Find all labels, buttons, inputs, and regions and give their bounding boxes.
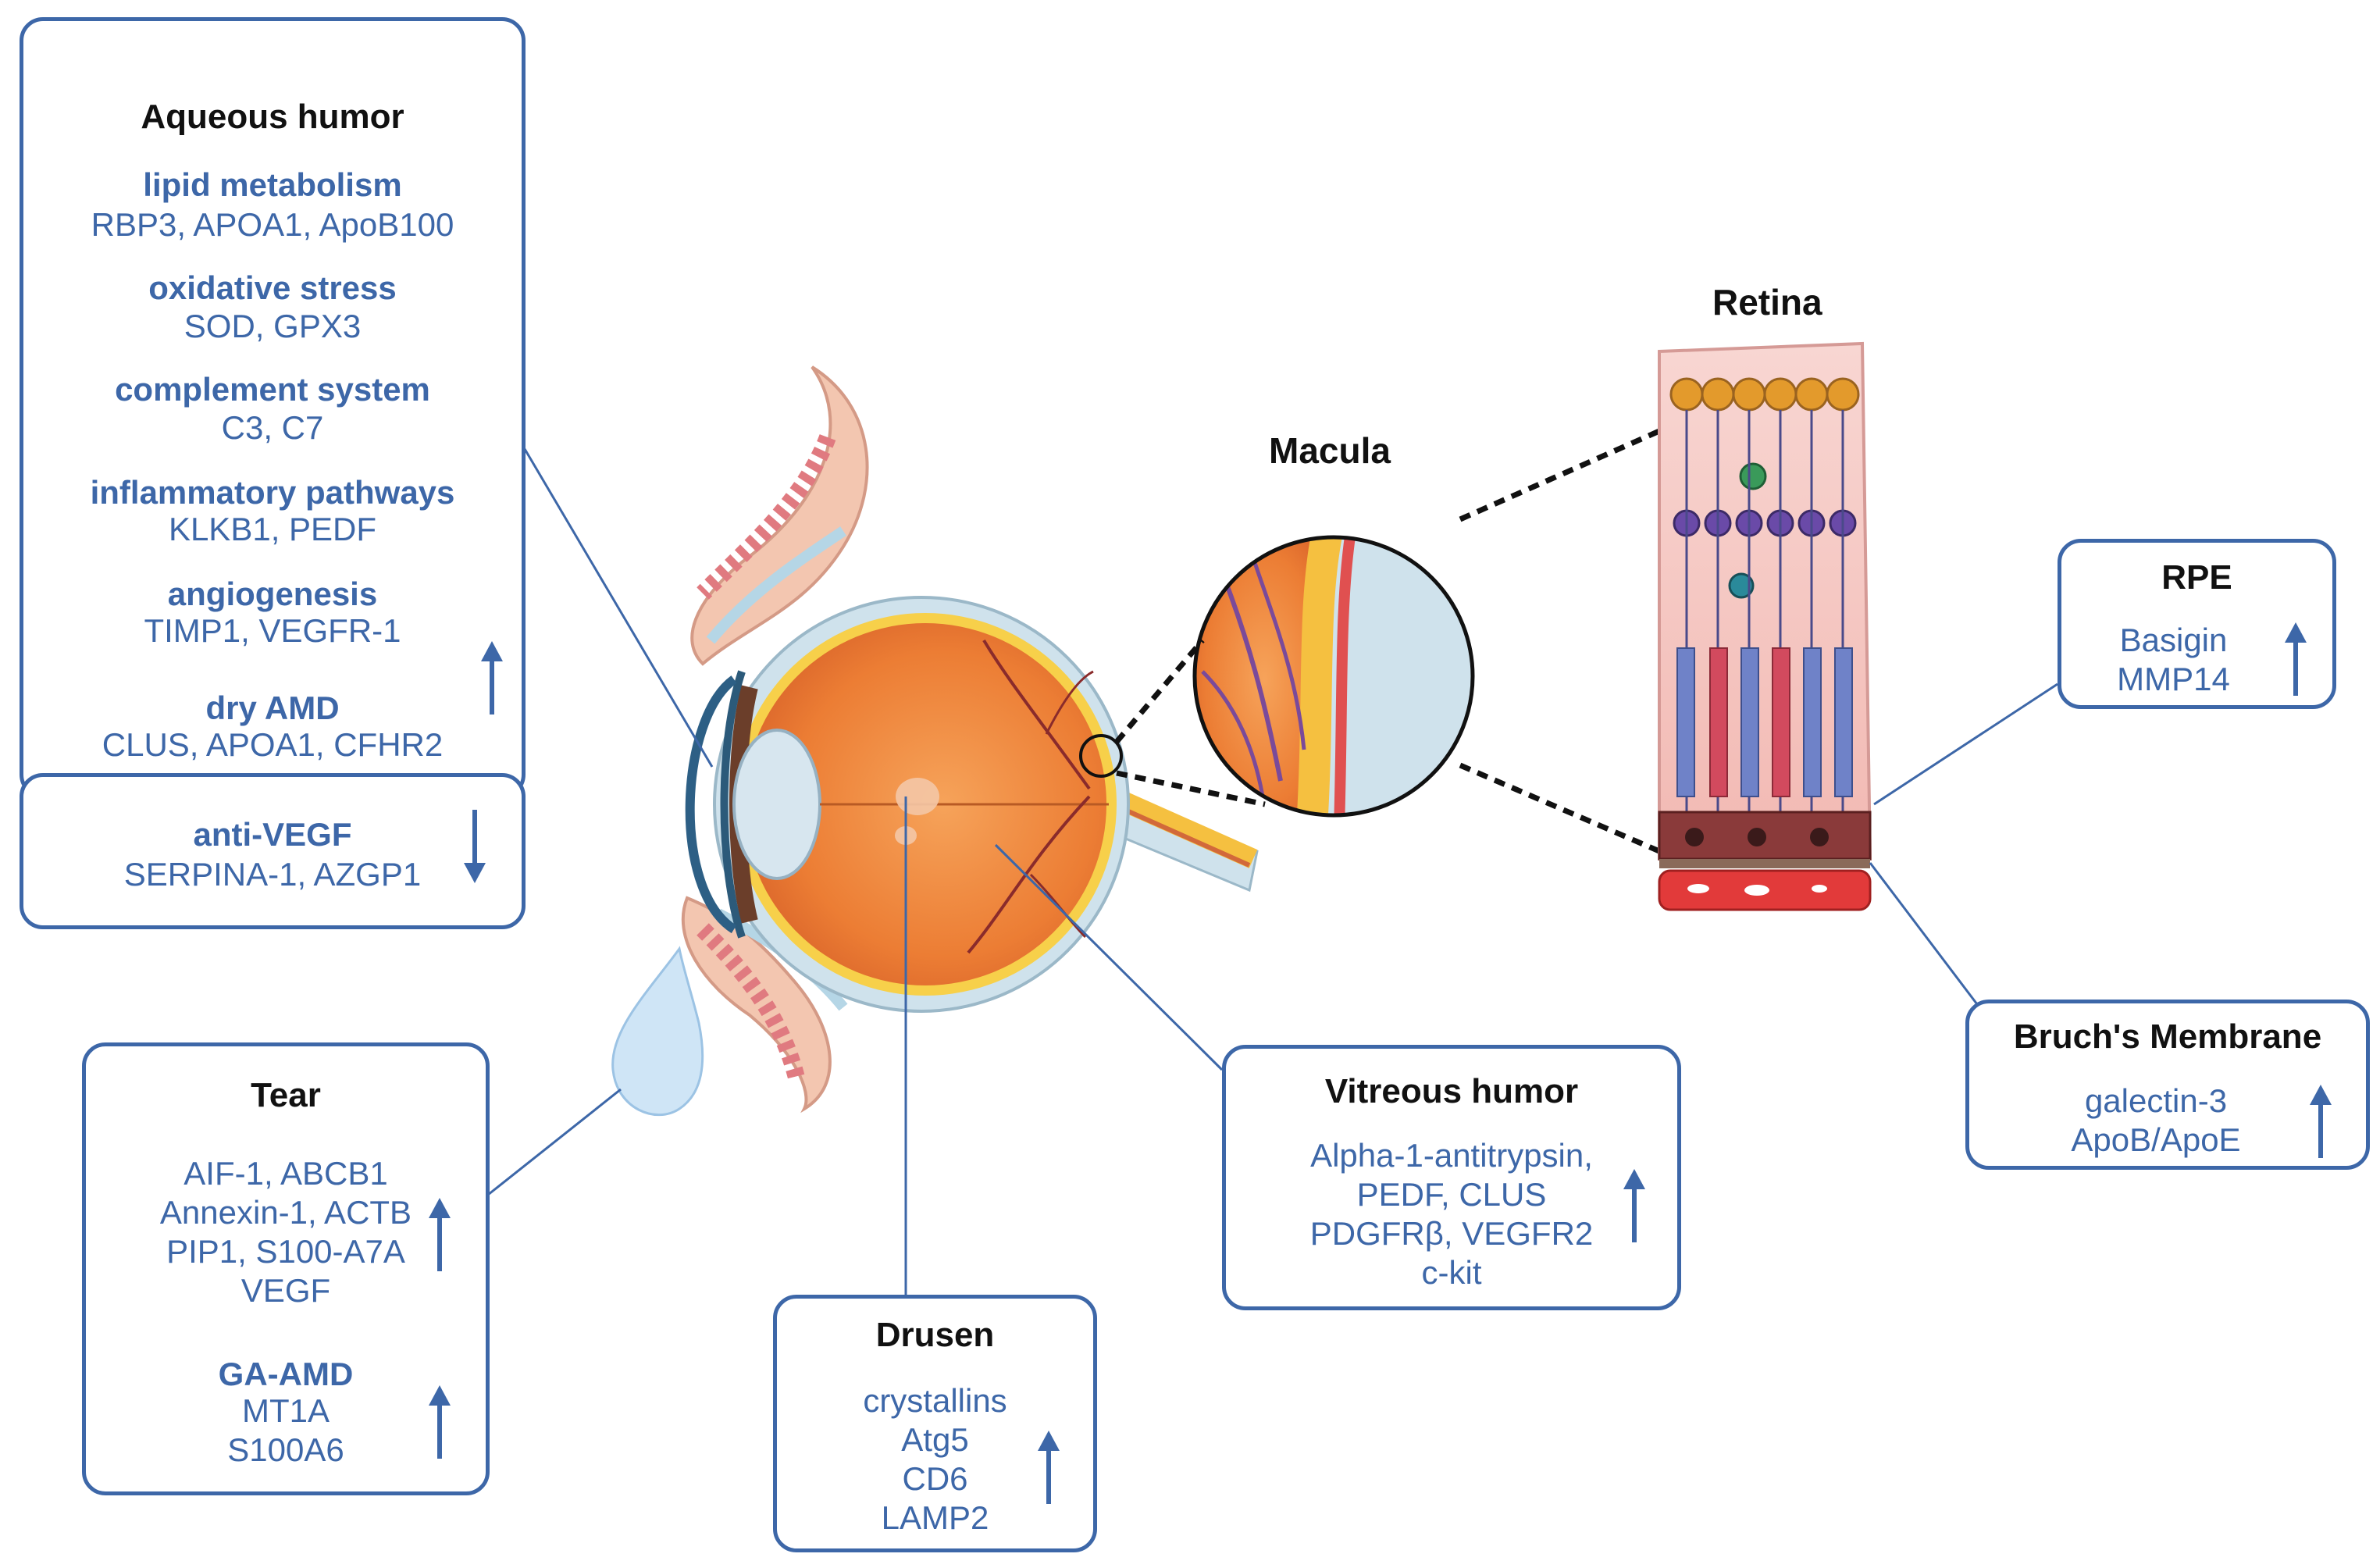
tear-title: Tear [251, 1076, 321, 1114]
macula-zoom [1192, 535, 1475, 818]
retina-label: Retina [1712, 282, 1822, 323]
gene-list: C3, C7 [221, 409, 324, 446]
gene-line: c-kit [1421, 1254, 1482, 1291]
macula-label: Macula [1269, 430, 1391, 471]
gene-line: CD6 [902, 1460, 968, 1497]
gene-list: KLKB1, PEDF [168, 511, 377, 547]
aqueous-humor-box: Aqueous humor lipid metabolism RBP3, APO… [20, 17, 526, 798]
eyeball [685, 596, 1130, 1013]
arrow-down-icon [464, 810, 486, 883]
bruchs-membrane-title: Bruch's Membrane [2013, 1017, 2322, 1056]
gene-line: ApoB/ApoE [2071, 1121, 2241, 1158]
zoom-connectors [1114, 428, 1661, 854]
gene-line: PEDF, CLUS [1356, 1176, 1547, 1213]
bruchs-membrane-box: Bruch's Membrane galectin-3 ApoB/ApoE [1965, 1000, 2370, 1170]
retina-column [1658, 341, 1872, 911]
anti-vegf-box: anti-VEGF SERPINA-1, AZGP1 [20, 773, 526, 929]
gene-line: VEGF [240, 1272, 331, 1309]
gene-list: RBP3, APOA1, ApoB100 [91, 206, 454, 243]
rpe-box: RPE Basigin MMP14 [2058, 539, 2336, 709]
category-label: inflammatory pathways [90, 474, 455, 511]
gene-line: MMP14 [2117, 661, 2230, 697]
category-label: anti-VEGF [193, 816, 352, 853]
gene-line: S100A6 [227, 1431, 344, 1468]
gene-line: Annexin-1, ACTB [159, 1194, 412, 1231]
gene-line: LAMP2 [881, 1499, 989, 1536]
upper-eyelid [690, 365, 869, 666]
leader-lines [487, 448, 2058, 1295]
drusen-box: Drusen crystallins Atg5 CD6 LAMP2 [773, 1295, 1097, 1552]
gene-line: PIP1, S100-A7A [166, 1233, 405, 1270]
arrow-up-icon [1038, 1431, 1060, 1504]
gene-list: SERPINA-1, AZGP1 [123, 856, 422, 893]
category-label: GA-AMD [218, 1356, 354, 1392]
gene-list: TIMP1, VEGFR-1 [144, 612, 401, 649]
gene-line: MT1A [241, 1392, 330, 1429]
vitreous-humor-box: Vitreous humor Alpha-1-antitrypsin, PEDF… [1222, 1045, 1681, 1310]
category-label: dry AMD [205, 690, 340, 726]
category-label: angiogenesis [167, 576, 378, 612]
rpe-title: RPE [2161, 558, 2232, 597]
gene-line: AIF-1, ABCB1 [183, 1155, 388, 1192]
gene-line: PDGFRβ, VEGFR2 [1309, 1215, 1594, 1252]
gene-line: galectin-3 [2084, 1082, 2228, 1119]
tear-box: Tear AIF-1, ABCB1 Annexin-1, ACTB PIP1, … [82, 1042, 490, 1495]
vitreous-humor-title: Vitreous humor [1324, 1072, 1579, 1110]
category-label: lipid metabolism [143, 166, 402, 203]
gene-list: CLUS, APOA1, CFHR2 [102, 726, 444, 763]
arrow-up-icon [429, 1385, 451, 1459]
tear-drop [611, 946, 704, 1117]
gene-line: Basigin [2119, 622, 2228, 658]
gene-line: Alpha-1-antitrypsin, [1310, 1137, 1593, 1174]
drusen-title: Drusen [875, 1316, 995, 1354]
gene-line: Atg5 [901, 1421, 969, 1458]
arrow-up-icon [429, 1198, 451, 1271]
arrow-up-icon [1623, 1169, 1645, 1242]
gene-line: crystallins [863, 1382, 1007, 1419]
aqueous-humor-title: Aqueous humor [141, 98, 404, 136]
arrow-up-icon [481, 641, 503, 715]
category-label: oxidative stress [148, 269, 397, 306]
arrow-up-icon [2285, 622, 2307, 696]
arrow-up-icon [2310, 1085, 2332, 1158]
gene-list: SOD, GPX3 [183, 308, 362, 344]
category-label: complement system [115, 371, 430, 408]
